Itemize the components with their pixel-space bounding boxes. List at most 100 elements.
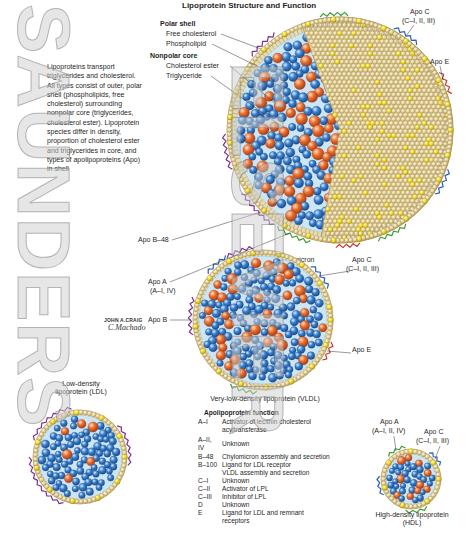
phospholipid-head: [389, 186, 394, 191]
phospholipid-head: [408, 80, 413, 85]
phospholipid-head: [406, 109, 411, 114]
lipid-tail: [434, 173, 439, 175]
phospholipid-head: [424, 84, 429, 89]
cholesterol-ester-sphere: [289, 100, 297, 108]
cholesterol-ester-sphere: [261, 329, 268, 336]
phospholipid-head: [448, 119, 453, 124]
lipid-tail: [313, 230, 314, 235]
phospholipid-head: [333, 227, 338, 232]
phospholipid-head: [326, 215, 331, 220]
lipid-tail: [243, 176, 247, 178]
phospholipid-head: [377, 191, 382, 196]
cholesterol-ester-sphere: [249, 166, 257, 174]
triglyceride-sphere: [284, 186, 295, 197]
phospholipid-head: [413, 186, 418, 191]
phospholipid-head: [380, 137, 385, 142]
phospholipid-head: [370, 64, 375, 69]
leader-line: [172, 212, 261, 240]
phospholipid-head: [366, 137, 371, 142]
phospholipid-head: [382, 68, 387, 73]
cholesterol-ester-sphere: [274, 134, 282, 142]
phospholipid-head: [352, 80, 357, 85]
lipid-tail: [260, 200, 264, 203]
phospholipid-head: [375, 170, 380, 175]
lipid-tail: [329, 233, 330, 238]
phospholipid-head: [392, 182, 397, 187]
lipid-tail: [232, 138, 237, 139]
phospholipid-head: [342, 178, 347, 183]
cholesterol-ester-sphere: [271, 294, 280, 303]
phospholipid-head: [366, 203, 371, 208]
phospholipid-head: [366, 80, 371, 85]
core-lipids: [199, 258, 327, 382]
lipid-tail: [374, 228, 376, 233]
phospholipid-head: [347, 154, 352, 159]
phospholipid-head: [349, 52, 354, 57]
phospholipid-head: [338, 47, 343, 52]
phospholipid-head: [387, 215, 392, 220]
phospholipid-head: [370, 88, 375, 93]
phospholipid-head: [363, 35, 368, 40]
triglyceride-sphere: [285, 176, 295, 186]
phospholipid-head: [363, 141, 368, 146]
phospholipid-head: [408, 137, 413, 142]
phospholipid-head: [406, 68, 411, 73]
phospholipid-head: [408, 121, 413, 126]
cholesterol-ester-sphere: [294, 178, 304, 188]
phospholipid-head: [429, 117, 434, 122]
phospholipid-head: [389, 64, 394, 69]
phospholipid-head: [392, 60, 397, 65]
phospholipid-head: [396, 60, 401, 65]
phospholipid-head: [363, 84, 368, 89]
cholesterol-ester-sphere: [234, 327, 242, 335]
phospholipid-head: [432, 170, 437, 175]
lipid-tail: [282, 38, 285, 42]
lipid-tail: [377, 29, 379, 34]
phospholipid-head: [394, 154, 399, 159]
phospholipid-head: [373, 223, 378, 228]
phospholipid-head: [370, 105, 375, 110]
phospholipid-head: [333, 203, 338, 208]
phospholipid-head: [352, 219, 357, 224]
phospholipid-head: [403, 154, 408, 159]
phospholipid-head: [319, 31, 324, 36]
phospholipid-head: [373, 109, 378, 114]
phospholipid-head: [396, 109, 401, 114]
phospholipid-head: [338, 105, 343, 110]
phospholipid-head: [361, 72, 366, 77]
phospholipid-head: [321, 35, 326, 40]
lipid-tail: [346, 233, 347, 238]
phospholipid-head: [382, 35, 387, 40]
cholesterol-ester-sphere: [283, 88, 291, 96]
phospholipid-head: [396, 68, 401, 73]
phospholipid-head: [326, 35, 331, 40]
lipoprotein-particle: Very-low-density lipoprotein (VLDL): [190, 248, 340, 416]
phospholipid-head: [347, 203, 352, 208]
cholesterol-ester-sphere: [277, 199, 286, 208]
phospholipid-head: [363, 92, 368, 97]
phospholipid-head: [342, 121, 347, 126]
phospholipid-head: [380, 113, 385, 118]
phospholipid-head: [385, 80, 390, 85]
phospholipid-head: [363, 76, 368, 81]
phospholipid-head: [340, 109, 345, 114]
lipid-tail: [411, 51, 414, 55]
lipid-tail: [297, 225, 299, 230]
phospholipid-head: [375, 64, 380, 69]
phospholipid-head: [352, 72, 357, 77]
phospholipid-head: [406, 150, 411, 155]
phospholipid-head: [399, 146, 404, 151]
phospholipid-head: [373, 191, 378, 196]
phospholipid-head: [314, 20, 319, 25]
phospholipid-head: [309, 31, 314, 36]
lipid-tail: [241, 85, 246, 87]
phospholipid-head: [368, 92, 373, 97]
lipoprotein-illustration: [188, 247, 333, 394]
phospholipid-head: [354, 60, 359, 65]
phospholipid-head: [401, 158, 406, 163]
phospholipid-head: [408, 113, 413, 118]
phospholipid-head: [361, 121, 366, 126]
lipid-tail: [392, 220, 395, 224]
lipid-tail: [417, 57, 421, 60]
cholesterol-ester-sphere: [312, 106, 322, 116]
